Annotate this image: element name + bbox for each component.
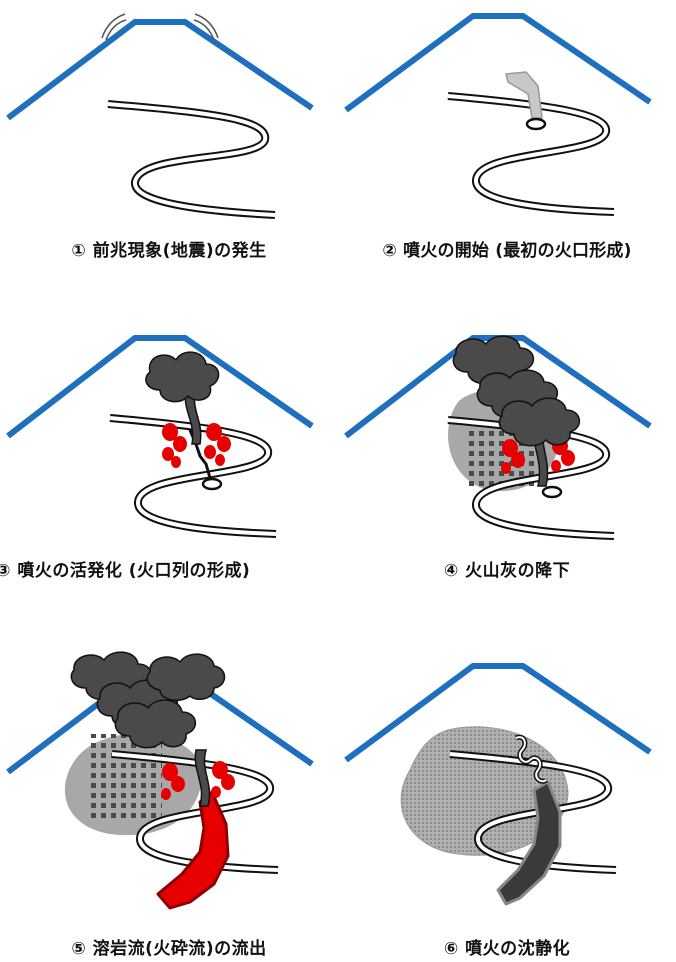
stage-5-panel: ⑤ 溶岩流(火砕流)の流出 [0, 642, 338, 962]
stage-4-caption: ④ 火山灰の降下 [338, 556, 676, 581]
stage-6-panel: ⑥ 噴火の沈静化 [338, 642, 676, 962]
stage-1-caption: ① 前兆現象(地震)の発生 [0, 236, 338, 261]
first-vent [525, 117, 547, 131]
mountain-outline [6, 335, 314, 439]
stage-3-caption: ③ 噴火の活発化 (火口列の形成) [0, 556, 250, 581]
vent-chain-inner [515, 736, 547, 783]
road [107, 100, 276, 219]
ash-cloud [452, 335, 580, 447]
vent [541, 485, 563, 499]
ash-cloud [70, 651, 226, 749]
stage-4-label: 火山灰の降下 [465, 561, 571, 581]
stage-4-number: ④ [443, 561, 459, 581]
stage-3-number: ③ [0, 561, 11, 581]
ejecta [161, 761, 235, 800]
stage-5-label: 溶岩流(火砕流)の流出 [92, 939, 267, 959]
road [447, 92, 615, 216]
stage-3-label: 噴火の活発化 (火口列の形成) [17, 561, 251, 581]
vent [201, 477, 223, 491]
ejecta [162, 423, 231, 468]
mountain-outline [6, 19, 314, 121]
tremor-right-icon [193, 13, 219, 41]
stage-6-label: 噴火の沈静化 [465, 939, 571, 959]
stage-2-illustration [344, 13, 652, 216]
stage-4-illustration [344, 335, 652, 540]
stage-5-number: ⑤ [71, 939, 87, 959]
lava-flow [156, 790, 230, 910]
ash-cloud [145, 351, 220, 403]
stage-4-panel: ④ 火山灰の降下 [338, 320, 676, 640]
eruption-column [184, 389, 202, 445]
mountain-outline [344, 13, 652, 113]
stage-6-illustration [344, 663, 652, 906]
stage-2-caption: ② 噴火の開始 (最初の火口形成) [338, 236, 676, 261]
stage-2-label: 噴火の開始 (最初の火口形成) [403, 241, 632, 261]
stage-2-number: ② [382, 241, 397, 261]
stage-6-number: ⑥ [443, 939, 459, 959]
steam-plume [505, 71, 543, 119]
stage-3-panel: ③ 噴火の活発化 (火口列の形成) [0, 320, 338, 640]
stage-1-illustration [6, 13, 314, 219]
stage-2-panel: ② 噴火の開始 (最初の火口形成) [338, 0, 676, 320]
stage-1-panel: ① 前兆現象(地震)の発生 [0, 0, 338, 320]
stage-1-label: 前兆現象(地震)の発生 [92, 241, 267, 261]
cooled-lava-flow [496, 780, 562, 906]
mountain-outline [344, 663, 652, 763]
stage-3-illustration [6, 335, 314, 538]
eruption-column [194, 749, 211, 807]
stage-1-number: ① [71, 241, 87, 261]
stage-5-illustration [6, 651, 314, 910]
stage-5-caption: ⑤ 溶岩流(火砕流)の流出 [0, 934, 338, 959]
tremor-left-icon [101, 13, 127, 41]
stage-6-caption: ⑥ 噴火の沈静化 [338, 934, 676, 959]
